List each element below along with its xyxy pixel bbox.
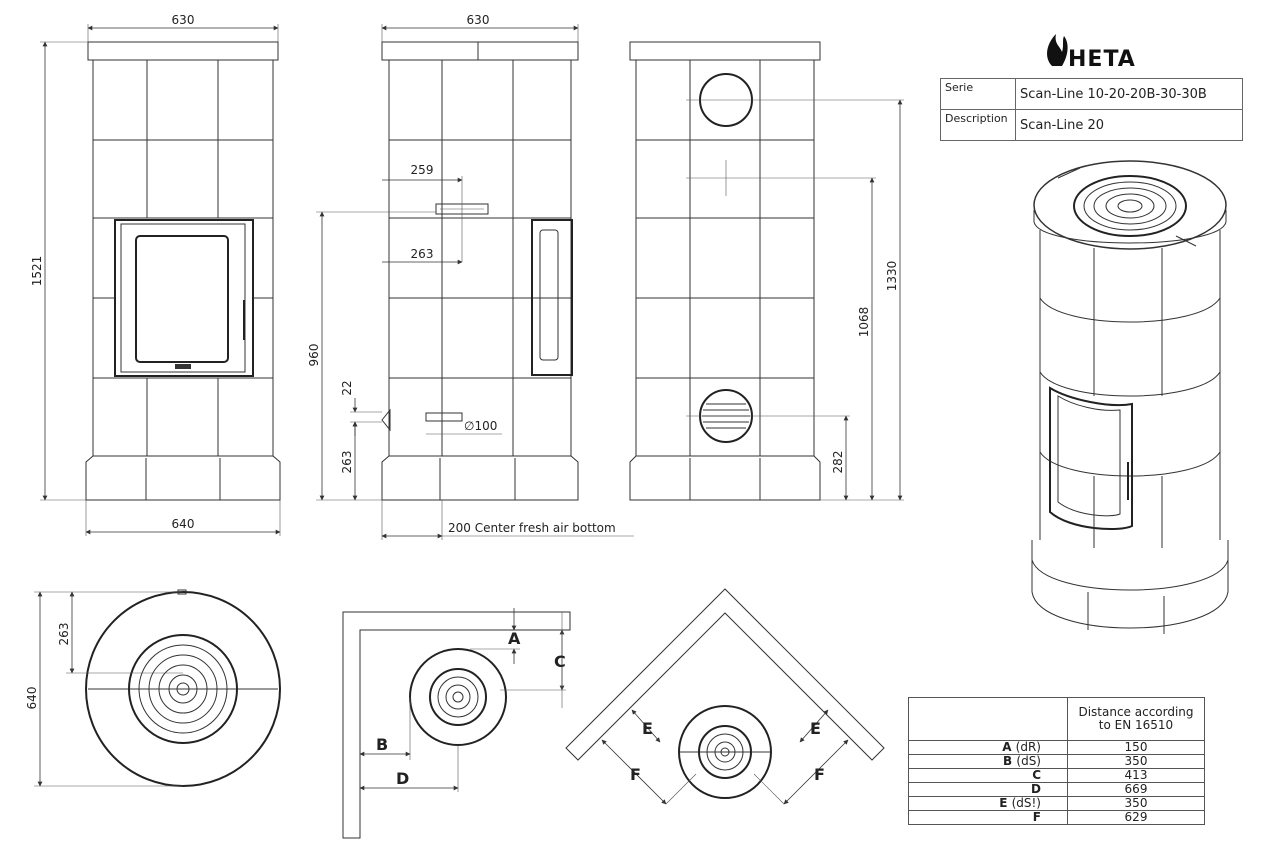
side-22-label: 22	[340, 380, 354, 395]
row-value: 413	[1067, 768, 1205, 783]
front-top-width-label: 630	[172, 13, 195, 27]
brand-name: HETA	[1068, 47, 1136, 72]
front-height-label: 1521	[30, 256, 44, 287]
table-row: B (dS) 350	[908, 754, 1205, 769]
clearance-label-e-right: E	[810, 719, 821, 738]
table-row: E (dS!) 350	[908, 796, 1205, 811]
front-view: 630 1521 640	[30, 13, 281, 536]
row-suffix: (dS)	[1016, 754, 1041, 768]
row-key: B	[1003, 754, 1013, 768]
plan-grille	[128, 634, 238, 744]
side-263-lower-label: 263	[340, 451, 354, 474]
title-key: Serie	[940, 78, 1016, 110]
corner-clearance-view: E E F F	[565, 588, 885, 805]
wall-clearance-view: A C B D	[342, 608, 571, 839]
row-key: F	[1032, 810, 1041, 824]
row-suffix: (dS!)	[1011, 796, 1041, 810]
distance-table-header-text: Distance according to EN 16510	[1067, 697, 1205, 741]
title-row-description: Description Scan-Line 20	[940, 109, 1243, 141]
distance-table-header: Distance according to EN 16510	[908, 697, 1205, 741]
title-value: Scan-Line 10-20-20B-30-30B	[1015, 78, 1243, 110]
clearance-label-b: B	[376, 735, 388, 754]
clearance-label-c: C	[554, 652, 566, 671]
table-row: D 669	[908, 782, 1205, 797]
side-top-width-label: 630	[467, 13, 490, 27]
plan-263-label: 263	[57, 623, 71, 646]
distance-table-corner	[908, 697, 1068, 741]
plan-640-label: 640	[25, 687, 39, 710]
flame-icon	[1047, 34, 1068, 66]
clearance-label-f-right: F	[814, 765, 825, 784]
table-row: A (dR) 150	[908, 740, 1205, 755]
rear-282-label: 282	[831, 451, 845, 474]
side-960-label: 960	[307, 344, 321, 367]
stove-render	[1031, 160, 1229, 634]
title-block: Serie Scan-Line 10-20-20B-30-30B Descrip…	[940, 78, 1243, 141]
side-view: 630 259 263 960 22 263 ∅100 200 Center f…	[307, 13, 634, 540]
clearance-label-e-left: E	[642, 719, 653, 738]
row-value: 629	[1067, 810, 1205, 825]
rear-1068-label: 1068	[857, 307, 871, 338]
title-key: Description	[940, 109, 1016, 141]
side-fresh-air-label: 200 Center fresh air bottom	[448, 521, 616, 535]
table-row: C 413	[908, 768, 1205, 783]
rear-view: 1330 1068 282	[629, 41, 904, 501]
row-value: 150	[1067, 740, 1205, 755]
rear-1330-label: 1330	[885, 261, 899, 292]
row-key: A	[1002, 740, 1012, 754]
side-263-upper-label: 263	[411, 247, 434, 261]
row-key: E	[999, 796, 1008, 810]
title-row-serie: Serie Scan-Line 10-20-20B-30-30B	[940, 78, 1243, 110]
clearance-label-f-left: F	[630, 765, 641, 784]
title-value: Scan-Line 20	[1015, 109, 1243, 141]
table-row: F 629	[908, 810, 1205, 825]
row-key: D	[1031, 782, 1041, 796]
side-diameter-label: ∅100	[464, 419, 497, 433]
front-base-width-label: 640	[172, 517, 195, 531]
row-value: 350	[1067, 754, 1205, 769]
row-suffix: (dR)	[1015, 740, 1041, 754]
row-key: C	[1032, 768, 1041, 782]
clearance-label-a: A	[508, 629, 521, 648]
row-value: 669	[1067, 782, 1205, 797]
brand-logo: HETA	[1047, 34, 1136, 72]
row-value: 350	[1067, 796, 1205, 811]
side-259-label: 259	[411, 163, 434, 177]
distance-table: Distance according to EN 16510 A (dR) 15…	[908, 697, 1205, 825]
clearance-label-d: D	[396, 769, 409, 788]
plan-view: 640 263	[25, 589, 281, 787]
